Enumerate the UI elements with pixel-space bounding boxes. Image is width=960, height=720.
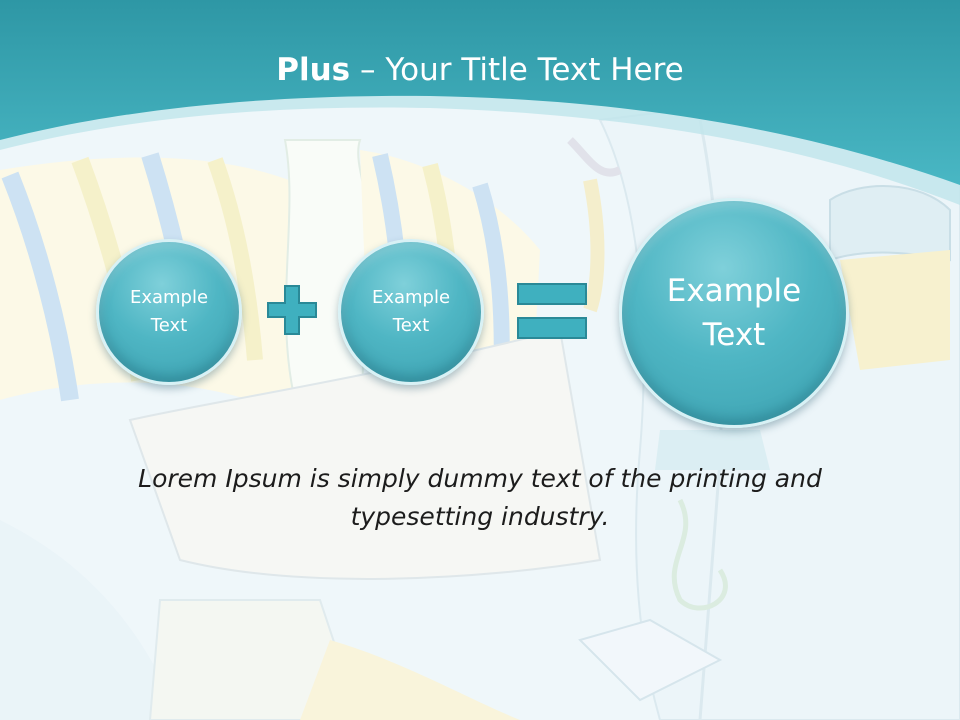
title-bold: Plus (276, 52, 351, 88)
circle-one: Example Text (96, 239, 242, 385)
page-title: Plus – Your Title Text Here (0, 52, 960, 88)
circle-two: Example Text (338, 239, 484, 385)
circle-result-label: Example Text (666, 273, 802, 353)
circle-result: Example Text (619, 198, 849, 428)
title-rest: – Your Title Text Here (350, 52, 684, 88)
header-band (0, 0, 960, 205)
plus-icon (267, 285, 317, 335)
circle-one-label: Example Text (129, 287, 209, 336)
body-text: Lorem Ipsum is simply dummy text of the … (138, 464, 822, 531)
equals-icon (517, 283, 587, 339)
circle-two-label: Example Text (371, 287, 451, 336)
